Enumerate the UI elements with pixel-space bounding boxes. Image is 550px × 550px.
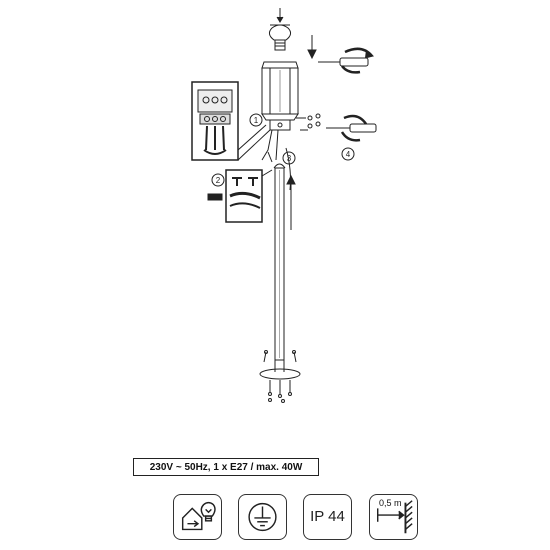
insert-arrow <box>307 35 317 60</box>
svg-text:3: 3 <box>287 154 292 163</box>
protective-earth-icon <box>248 502 277 532</box>
house-bulb-icon <box>181 501 216 531</box>
top-arrow <box>270 8 290 26</box>
svg-text:2: 2 <box>216 176 221 185</box>
lantern-head <box>261 61 299 131</box>
wiring-detail <box>191 81 271 161</box>
electrical-spec: 230V ~ 50Hz, 1 x E27 / max. 40W <box>133 458 319 476</box>
screwdriver-icon <box>318 47 375 74</box>
ip-rating-icon: IP 44 <box>303 494 352 540</box>
screwdriver-step-4: 4 <box>326 114 377 161</box>
indoor-use-icon <box>173 494 222 540</box>
svg-text:4: 4 <box>346 150 351 159</box>
step-1-marker: 1 <box>249 113 263 127</box>
head-screws <box>296 113 321 131</box>
ip-rating-label: IP 44 <box>310 508 345 525</box>
pole <box>273 163 286 361</box>
terminal-detail: 2 <box>207 169 273 223</box>
distance-label: 0,5 m <box>379 498 402 508</box>
svg-text:1: 1 <box>254 116 259 125</box>
distance-icon: 0,5 m <box>369 494 418 540</box>
protection-class-icon <box>238 494 287 540</box>
light-bulb <box>268 24 292 51</box>
step-3-marker: 3 <box>282 151 296 165</box>
lift-arrow <box>286 174 296 230</box>
base-flange <box>259 350 301 403</box>
cable <box>261 129 291 191</box>
distance-arrow-icon <box>377 500 413 534</box>
